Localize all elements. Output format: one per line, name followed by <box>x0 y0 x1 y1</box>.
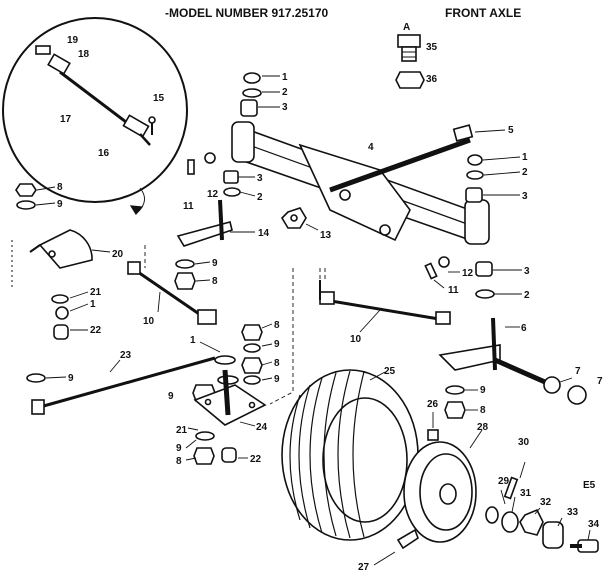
callout-12-right: 12 <box>462 268 474 279</box>
wheel-rim <box>403 429 483 543</box>
callout-7a: 7 <box>575 366 581 377</box>
callout-10-right: 10 <box>350 334 362 345</box>
callout-7b: 7 <box>597 376 603 387</box>
section-title: FRONT AXLE <box>445 6 521 20</box>
callout-2-top: 2 <box>282 87 288 98</box>
callout-1-right: 1 <box>522 152 528 163</box>
callout-33: 33 <box>567 507 579 518</box>
bracket-stack <box>192 323 273 402</box>
callout-2-right: 2 <box>522 167 528 178</box>
tie-rod <box>31 356 216 415</box>
right-spindle <box>438 317 587 405</box>
callout-36: 36 <box>426 74 438 85</box>
right-spindle-stack <box>465 154 521 203</box>
callout-8-stack-b: 8 <box>274 358 280 369</box>
tire <box>281 369 419 541</box>
callout-22-left: 22 <box>90 325 102 336</box>
callout-9-tire: 9 <box>480 385 486 396</box>
callout-21-left: 21 <box>90 287 102 298</box>
callout-28: 28 <box>477 422 489 433</box>
callout-22-lower: 22 <box>250 454 262 465</box>
callout-8-left: 8 <box>57 182 63 193</box>
callout-9-stack-b: 9 <box>274 374 280 385</box>
left-spindle <box>176 152 256 247</box>
callout-3-top: 3 <box>282 102 288 113</box>
callout-18: 18 <box>78 49 90 60</box>
tire-side-stack <box>444 385 478 419</box>
valve-stem <box>373 528 419 566</box>
callout-8-stack-a: 8 <box>274 320 280 331</box>
inset-letter: A <box>403 22 410 33</box>
callout-21-lower: 21 <box>176 425 188 436</box>
callout-17: 17 <box>60 114 72 125</box>
callout-20: 20 <box>112 249 124 260</box>
nut-13 <box>280 207 319 231</box>
callout-3-right: 3 <box>522 191 528 202</box>
callout-9-center: 9 <box>212 258 218 269</box>
callout-25: 25 <box>384 366 396 377</box>
callout-1-top: 1 <box>282 72 288 83</box>
callout-30: 30 <box>518 437 530 448</box>
callout-27: 27 <box>358 562 370 571</box>
left-spindle-stack <box>240 72 280 117</box>
callout-8-center: 8 <box>212 276 218 287</box>
drag-link-left <box>127 261 217 325</box>
pivot-bolt <box>329 124 506 193</box>
callout-6: 6 <box>521 323 527 334</box>
callout-9-lower: 9 <box>176 443 182 454</box>
callout-15: 15 <box>153 93 165 104</box>
callout-32: 32 <box>540 497 552 508</box>
callout-31: 31 <box>520 488 532 499</box>
center-stack <box>174 259 211 290</box>
hub-parts <box>485 461 599 553</box>
left-small-parts <box>15 183 89 340</box>
callout-2-lower: 2 <box>524 290 530 301</box>
under-bracket-parts <box>185 427 248 465</box>
model-number-title: -MODEL NUMBER 917.25170 <box>165 6 328 20</box>
callout-9-left: 9 <box>57 199 63 210</box>
callout-3-lower: 3 <box>524 266 530 277</box>
assembly-guides <box>144 245 326 405</box>
left-washer <box>26 373 67 383</box>
callout-14: 14 <box>258 228 270 239</box>
callout-8-tire: 8 <box>480 405 486 416</box>
callout-11-right: 11 <box>448 285 459 296</box>
callout-11-left: 11 <box>183 201 194 212</box>
callout-5: 5 <box>508 125 514 136</box>
callout-1-center: 1 <box>190 335 196 346</box>
callout-4: 4 <box>368 142 374 153</box>
callout-10-left: 10 <box>143 316 155 327</box>
right-lower-stack <box>475 261 522 299</box>
right-small-parts <box>424 256 460 289</box>
grease-fitting <box>427 412 439 441</box>
callout-9-bracket: 9 <box>168 391 174 402</box>
callout-34: 34 <box>588 519 600 530</box>
callout-8-lower: 8 <box>176 456 182 467</box>
sector-gear <box>29 229 111 269</box>
callout-19: 19 <box>67 35 79 46</box>
callout-23: 23 <box>120 350 132 361</box>
callout-24: 24 <box>256 422 268 433</box>
callout-9-stack-a: 9 <box>274 339 280 350</box>
callout-1-left: 1 <box>90 299 96 310</box>
callout-26: 26 <box>427 399 439 410</box>
bolt-35 <box>397 34 421 62</box>
nut-36 <box>395 71 425 89</box>
inset-detail <box>2 17 188 216</box>
callout-16: 16 <box>98 148 110 159</box>
callout-9-tierod: 9 <box>68 373 74 384</box>
callout-2-left: 2 <box>257 192 263 203</box>
callout-35: 35 <box>426 42 438 53</box>
callout-3-left: 3 <box>257 173 263 184</box>
callout-12-left: 12 <box>207 189 219 200</box>
callout-13: 13 <box>320 230 332 241</box>
steering-bracket <box>193 369 267 427</box>
corner-code: E5 <box>583 480 596 491</box>
drag-link-right <box>319 268 451 333</box>
callout-29: 29 <box>498 476 510 487</box>
callout-labels: 19 18 15 17 16 35 36 1 2 3 5 4 1 2 3 3 2… <box>57 35 603 571</box>
front-axle-beam <box>231 121 490 245</box>
